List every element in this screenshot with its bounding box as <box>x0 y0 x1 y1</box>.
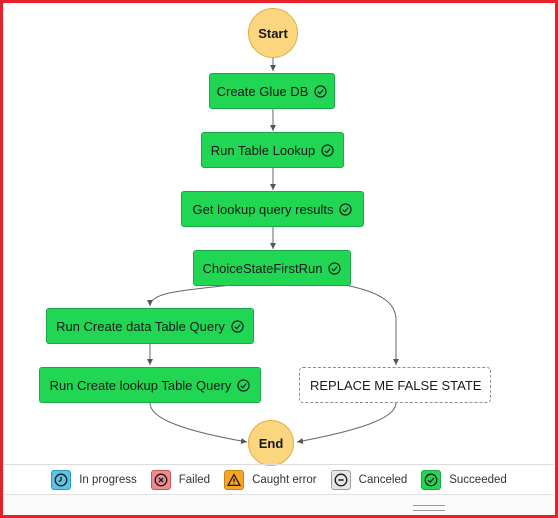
check-circle-icon <box>314 84 328 98</box>
legend-label: Succeeded <box>449 474 507 486</box>
panel-footer <box>4 494 554 515</box>
state-label: REPLACE ME FALSE STATE <box>310 377 482 393</box>
edge-choice-to-data-table <box>147 284 233 307</box>
legend-label: Failed <box>178 474 211 486</box>
check-circle-icon <box>339 202 353 216</box>
check-circle-icon <box>237 378 251 392</box>
start-node[interactable]: Start <box>248 8 298 58</box>
check-circle-icon <box>421 470 442 490</box>
legend-label: Caught error <box>252 474 317 486</box>
check-circle-icon <box>328 261 342 275</box>
state-run-table-lookup[interactable]: Run Table Lookup <box>201 132 344 168</box>
state-label: Get lookup query results <box>192 201 334 217</box>
warning-icon <box>224 470 245 490</box>
state-create-glue-db[interactable]: Create Glue DB <box>209 73 335 109</box>
edge-lookup-table-to-end <box>149 402 248 444</box>
legend-item-caught-error: Caught error <box>224 470 317 490</box>
end-label: End <box>258 435 284 451</box>
x-circle-icon <box>150 470 171 490</box>
check-circle-icon <box>231 319 244 333</box>
resize-handle[interactable] <box>413 505 445 511</box>
state-choice-state-first-run[interactable]: ChoiceStateFirstRun <box>193 250 351 286</box>
start-label: Start <box>258 25 288 41</box>
state-label: Run Create lookup Table Query <box>49 377 232 393</box>
minus-circle-icon <box>330 470 351 490</box>
state-run-create-data-table-query[interactable]: Run Create data Table Query <box>46 308 254 344</box>
edge-false-state-to-end <box>296 402 397 444</box>
state-get-lookup-query-results[interactable]: Get lookup query results <box>181 191 364 227</box>
state-run-create-lookup-table-query[interactable]: Run Create lookup Table Query <box>39 367 261 403</box>
legend-label: Canceled <box>358 474 408 486</box>
legend-item-succeeded: Succeeded <box>421 470 507 490</box>
end-node[interactable]: End <box>248 420 294 466</box>
legend-item-canceled: Canceled <box>330 470 408 490</box>
state-label: Run Table Lookup <box>210 142 316 158</box>
check-circle-icon <box>321 143 334 157</box>
edge-choice-to-false-state <box>344 284 399 365</box>
state-label: Run Create data Table Query <box>56 318 225 334</box>
clock-icon <box>51 470 72 490</box>
legend-item-in-progress: In progress <box>51 470 137 490</box>
state-label: ChoiceStateFirstRun <box>202 260 323 276</box>
legend-label: In progress <box>79 474 137 486</box>
state-label: Create Glue DB <box>216 83 309 99</box>
legend-item-failed: Failed <box>150 470 211 490</box>
status-legend: In progress Failed Caught error Canceled… <box>4 464 554 495</box>
state-replace-me-false-state[interactable]: REPLACE ME FALSE STATE <box>299 367 491 403</box>
